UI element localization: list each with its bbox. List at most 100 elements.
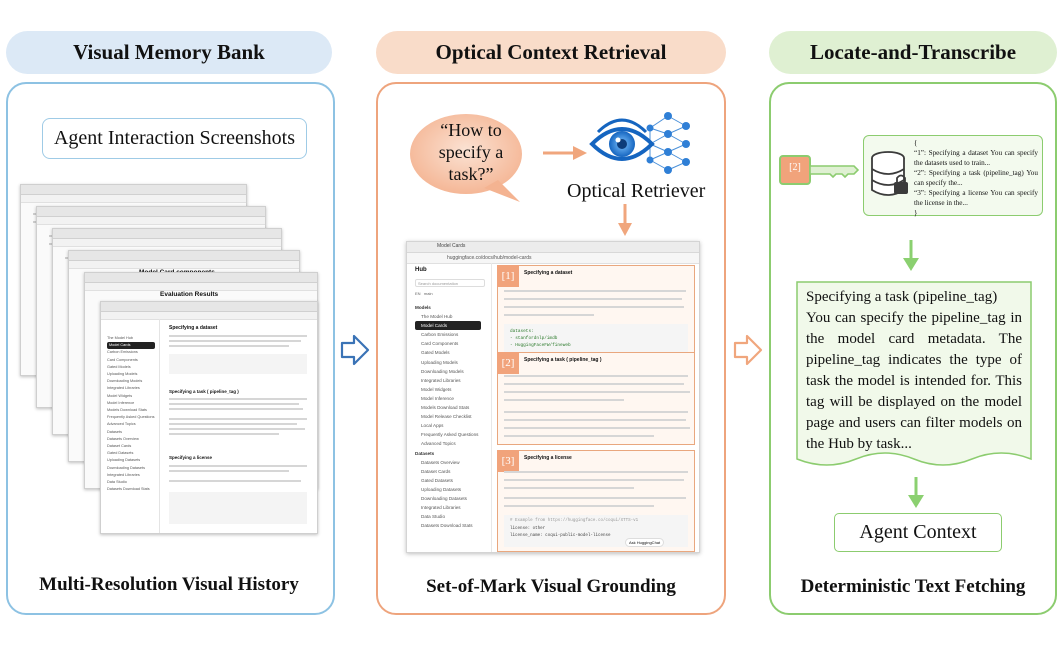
front-sidebar-item[interactable]: The Model Hub [107, 336, 133, 340]
docs-search-input[interactable]: Search documentation [415, 279, 485, 287]
transcribe-title: Locate-and-Transcribe [809, 40, 1017, 64]
agent-context-box: Agent Context [834, 513, 1002, 552]
hub-sidebar-item[interactable]: Datasets Download Stats [421, 523, 473, 529]
hub-sidebar-item[interactable]: Data Studio [421, 514, 446, 520]
version-select[interactable]: EN main [415, 291, 433, 296]
front-sidebar-item[interactable]: Downloading Models [107, 379, 143, 384]
hub-sidebar-item[interactable]: Datasets [415, 450, 435, 456]
hub-sidebar-item[interactable]: The Model Hub [421, 314, 453, 320]
fetched-text-heading: Specifying a task (pipeline_tag) [806, 289, 998, 305]
mark-label-1: [1] [497, 265, 519, 287]
text-store-line: “3”: Specifying a license You can specif… [914, 189, 1038, 207]
agent-screenshots-label-box: Agent Interaction Screenshots [42, 118, 307, 159]
front-sidebar-item[interactable]: Datasets Overview [107, 436, 139, 441]
hub-sidebar-item[interactable]: Carbon Emissions [421, 332, 459, 338]
front-sidebar-item[interactable]: Uploading Models [107, 372, 138, 377]
fetched-text-body: You can specify the pipeline_tag in the … [806, 310, 1022, 452]
front-shot-section-1: Specifying a task ( pipeline_tag ) [169, 389, 239, 394]
text-store-line: “2”: Specifying a task (pipeline_tag) Yo… [914, 169, 1038, 187]
hub-sidebar-item[interactable]: Models [415, 305, 431, 310]
hub-sidebar-item[interactable]: Model Release Checklist [421, 414, 472, 420]
hub-sidebar-item[interactable]: Uploading Datasets [421, 486, 462, 492]
hub-sidebar-item[interactable]: Uploading Models [421, 359, 458, 365]
query-arrow-icon [543, 146, 587, 160]
code-line: - HuggingFaceFW/fineweb [510, 343, 571, 348]
hub-sidebar-item[interactable]: Local Apps [421, 423, 444, 429]
front-sidebar-item[interactable]: Gated Datasets [107, 451, 134, 456]
database-lock-icon [871, 151, 908, 196]
front-sidebar-item[interactable]: Advanced Topics [107, 422, 136, 427]
code-line: - stanfordnlp/imdb [510, 336, 558, 341]
code-line: license_name: coqui-public-model-license [510, 534, 611, 538]
context-arrow-icon [908, 477, 924, 508]
front-sidebar-item[interactable]: Models Download Stats [107, 408, 147, 413]
arrow-right-icon [733, 334, 763, 366]
memory-bank-title: Visual Memory Bank [73, 40, 265, 64]
key-icon [779, 155, 860, 185]
text-store-content: {“1”: Specifying a dataset You can speci… [914, 138, 1038, 218]
hub-sidebar-item[interactable]: Gated Datasets [421, 477, 453, 483]
front-sidebar-item[interactable]: Model Widgets [107, 393, 133, 398]
hub-sidebar-item[interactable]: Model Cards [415, 321, 481, 331]
front-sidebar-item[interactable]: Datasets [107, 429, 122, 434]
front-sidebar-item[interactable]: Model Inference [107, 400, 135, 405]
hub-sidebar-item[interactable]: Gated Models [421, 350, 450, 356]
mark-heading-3: Specifying a license [524, 455, 572, 461]
mark-box-3[interactable]: [3] Specifying a license # Example from … [497, 450, 695, 552]
hub-sidebar-item[interactable]: Datasets Overview [421, 459, 460, 465]
retrieval-footer: Set-of-Mark Visual Grounding [426, 576, 676, 597]
front-sidebar-item[interactable]: Frequently Asked Questions [107, 415, 155, 420]
code-line: license: other [510, 526, 546, 531]
fetched-text-content: Specifying a task (pipeline_tag) You can… [806, 287, 1022, 455]
retriever-down-arrow-icon [618, 204, 632, 236]
transcribe-footer: Deterministic Text Fetching [800, 576, 1026, 597]
hub-sidebar-item[interactable]: Integrated Libraries [421, 377, 461, 383]
hub-sidebar-item[interactable]: Model Inference [421, 395, 454, 401]
hub-sidebar-item[interactable]: Advanced Topics [421, 441, 456, 447]
hub-sidebar-item[interactable]: Models Download Stats [421, 405, 470, 411]
code-line: # Example from https://huggingface.co/co… [510, 519, 639, 523]
front-sidebar-item[interactable]: Carbon Emissions [107, 350, 138, 355]
browser-url[interactable]: huggingface.co/docs/hub/model-cards [447, 254, 532, 261]
transcribe-header: Locate-and-Transcribe [769, 31, 1057, 74]
front-sidebar-item[interactable]: Datasets Download Stats [107, 487, 150, 492]
mark-box-1[interactable]: [1] Specifying a dataset datasets:- stan… [497, 265, 695, 367]
history-shot-title-2: Evaluation Results [160, 291, 219, 298]
front-sidebar-item[interactable]: Gated Models [107, 364, 131, 369]
memory-bank-footer: Multi-Resolution Visual History [39, 574, 299, 595]
ask-huggingchat-badge[interactable]: Ask HuggingChat [625, 538, 665, 547]
front-sidebar-item[interactable]: Data Studio [107, 480, 127, 485]
retrieval-header: Optical Context Retrieval [376, 31, 726, 74]
front-shot-section-2: Specifying a license [169, 455, 213, 460]
agent-context-label: Agent Context [859, 521, 977, 543]
hub-sidebar-item[interactable]: Dataset Cards [421, 468, 451, 474]
hub-sidebar-item[interactable]: Card Components [421, 341, 459, 347]
front-sidebar-item[interactable]: Model Cards [107, 342, 155, 350]
hub-sidebar-item[interactable]: Model Widgets [421, 386, 452, 392]
hub-sidebar-item[interactable]: Downloading Datasets [421, 495, 467, 501]
hub-sidebar-item[interactable]: Frequently Asked Questions [421, 432, 479, 438]
mark-heading-1: Specifying a dataset [524, 270, 573, 276]
hub-sidebar-item[interactable]: Integrated Libraries [421, 505, 461, 511]
front-sidebar-item[interactable]: Card Components [107, 357, 138, 362]
mark-label-3: [3] [497, 450, 519, 472]
memory-bank-header: Visual Memory Bank [6, 31, 332, 74]
front-shot-heading: Specifying a dataset [169, 325, 218, 331]
fetched-text-document [796, 281, 1032, 466]
front-sidebar-item[interactable]: Dataset Cards [107, 444, 132, 449]
front-sidebar-item[interactable]: Integrated Libraries [107, 472, 140, 477]
marked-screenshot: Model Cards huggingface.co/docs/hub/mode… [406, 241, 700, 553]
agent-screenshots-label: Agent Interaction Screenshots [53, 127, 296, 149]
front-sidebar-item[interactable]: Downloading Datasets [107, 465, 145, 470]
front-sidebar-item[interactable]: Integrated Libraries [107, 386, 140, 391]
text-store-line: { [914, 139, 918, 147]
mark-heading-2: Specifying a task ( pipeline_tag ) [524, 357, 602, 363]
text-store-line: } [914, 209, 918, 217]
hub-sidebar-item[interactable]: Downloading Models [421, 368, 464, 374]
mark-box-2[interactable]: [2] Specifying a task ( pipeline_tag ) [497, 352, 695, 445]
query-text: “How to specify a task?” [438, 120, 504, 184]
query-bubble-icon [410, 114, 522, 202]
hub-title[interactable]: Hub [415, 267, 427, 273]
front-sidebar-item[interactable]: Uploading Datasets [107, 458, 141, 463]
browser-tab[interactable]: Model Cards [437, 243, 466, 249]
